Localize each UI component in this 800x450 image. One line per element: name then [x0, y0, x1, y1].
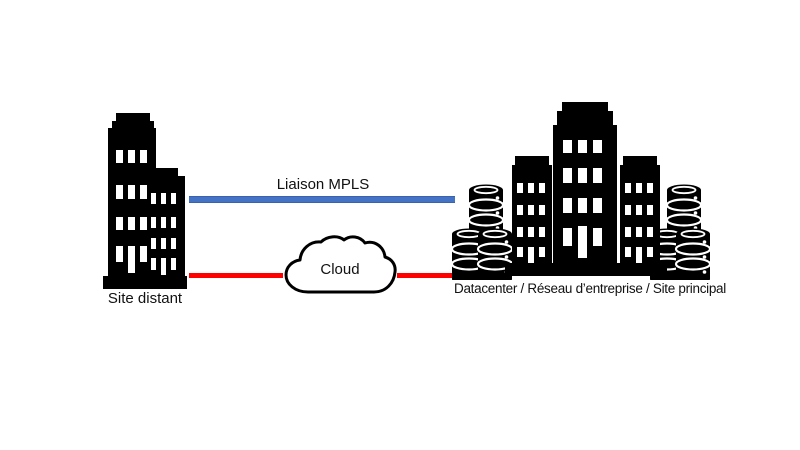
datacenter-building-icon: [505, 102, 667, 276]
internet-link-line-left: [189, 273, 283, 278]
remote-site-label: Site distant: [107, 290, 183, 307]
mpls-link-line: [189, 196, 455, 203]
cloud-label: Cloud: [320, 261, 360, 278]
main-site-label: Datacenter / Réseau d’entreprise / Site …: [454, 281, 726, 296]
building-icon: [103, 113, 187, 289]
cloud-icon: [284, 235, 397, 294]
internet-link-line-right: [397, 273, 454, 278]
mpls-link-label: Liaison MPLS: [276, 176, 370, 193]
